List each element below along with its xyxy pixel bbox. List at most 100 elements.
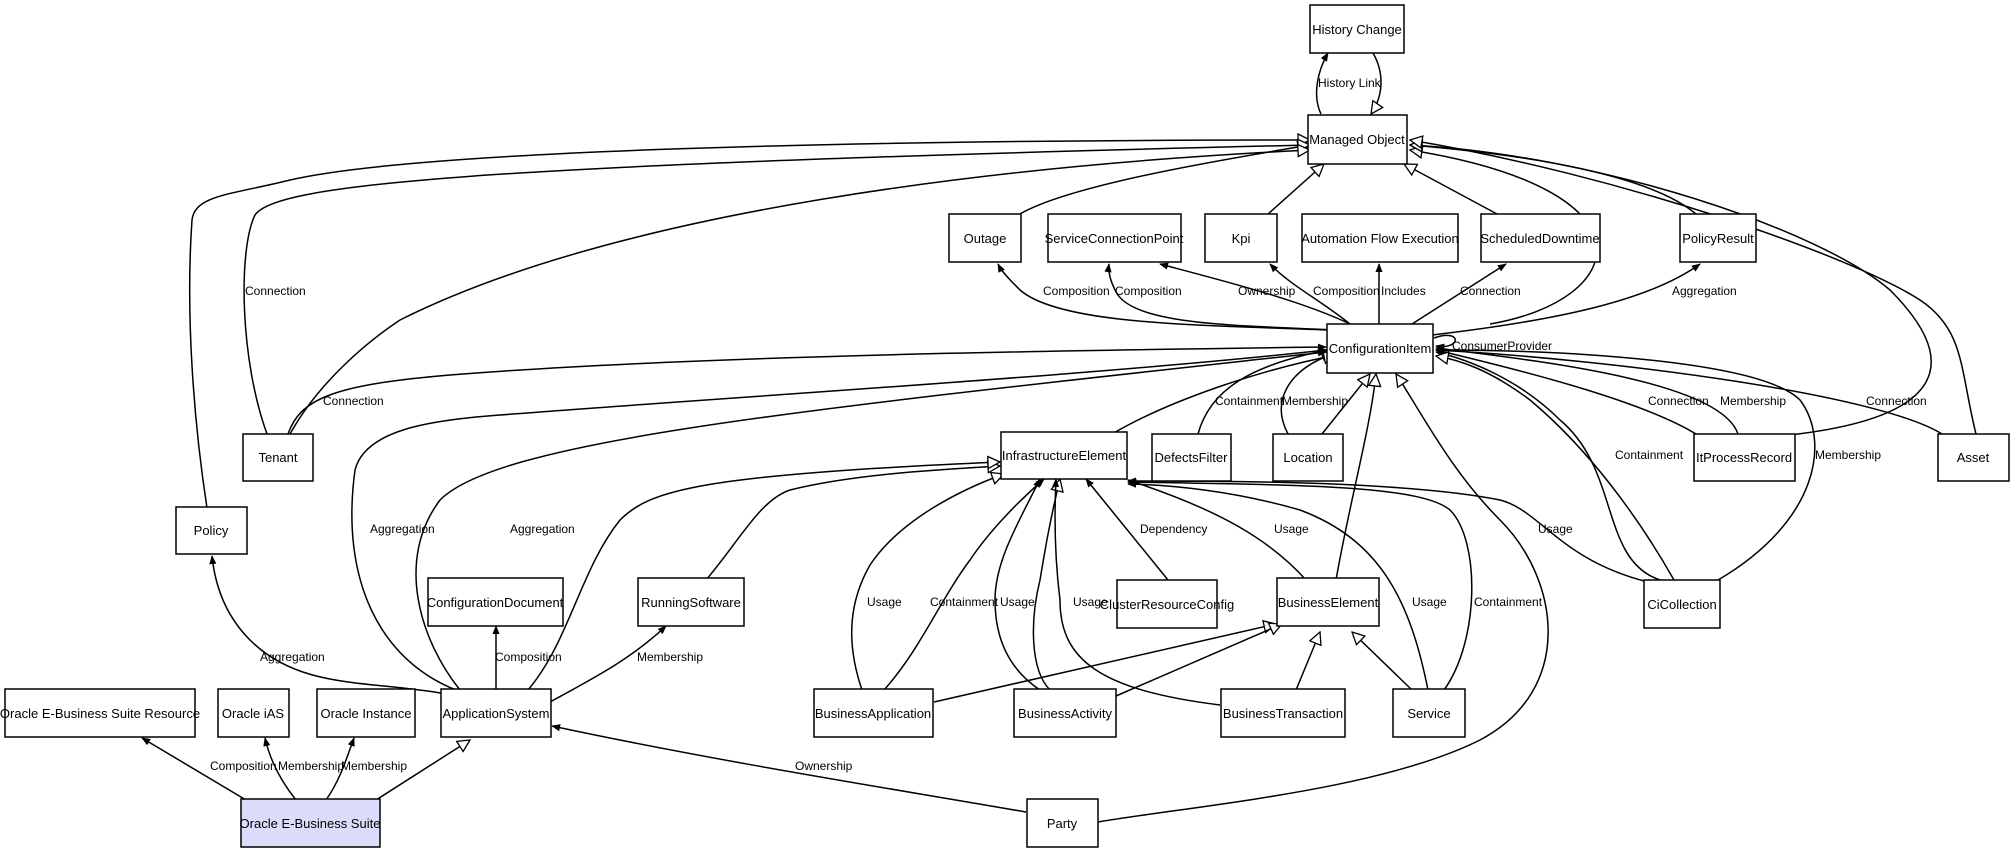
edge-label: Membership (341, 759, 407, 773)
edge-label: Dependency (1140, 522, 1207, 536)
edge-labels: History Link Composition Composition Own… (210, 76, 1927, 773)
svg-text:ClusterResourceConfig: ClusterResourceConfig (1100, 597, 1234, 612)
svg-text:Oracle E-Business Suite Resour: Oracle E-Business Suite Resource (0, 706, 200, 721)
edge-label: Composition (210, 759, 277, 773)
svg-text:RunningSoftware: RunningSoftware (641, 595, 741, 610)
svg-text:ScheduledDowntime: ScheduledDowntime (1480, 231, 1599, 246)
node-business-element[interactable]: BusinessElement (1276, 577, 1380, 627)
node-outage[interactable]: Outage (948, 213, 1022, 263)
edge-ba-be (933, 624, 1276, 703)
edge-managed-object-to-history-change (1315, 52, 1329, 115)
edge-label: Containment (1615, 448, 1684, 462)
node-managed-object[interactable]: Managed Object (1307, 114, 1408, 165)
node-business-activity[interactable]: BusinessActivity (1013, 688, 1117, 738)
svg-text:BusinessElement: BusinessElement (1278, 595, 1379, 610)
svg-text:ConfigurationDocument: ConfigurationDocument (427, 595, 564, 610)
edge-outage-to-managed-object (1019, 145, 1310, 215)
svg-text:Managed Object: Managed Object (1309, 132, 1405, 147)
edge-label: Usage (1538, 522, 1573, 536)
edge-loc-ci-gen (1321, 374, 1370, 435)
edge-svc-ie-usage (1127, 480, 1429, 691)
edge-label: Composition (1043, 284, 1110, 298)
edge-as-ci-agg1 (351, 347, 1327, 691)
edge-label: Usage (1073, 595, 1108, 609)
edge-label: Ownership (1238, 284, 1296, 298)
node-configuration-document[interactable]: ConfigurationDocument (427, 577, 564, 627)
node-configuration-item[interactable]: ConfigurationItem (1326, 323, 1434, 374)
edge-label: Containment (1474, 595, 1543, 609)
svg-text:Oracle iAS: Oracle iAS (222, 706, 284, 721)
edge-ci-kpi-comp (1269, 263, 1351, 325)
svg-text:BusinessActivity: BusinessActivity (1018, 706, 1112, 721)
edge-label: Membership (1815, 448, 1881, 462)
edge-ba-ie-usage (850, 474, 1004, 691)
node-scheduled-downtime[interactable]: ScheduledDowntime (1480, 213, 1601, 263)
edge-kpi-to-managed-object (1267, 164, 1324, 215)
node-tenant[interactable]: Tenant (242, 433, 314, 482)
edge-label: Includes (1381, 284, 1426, 298)
edge-policy-result-to-managed-object (1410, 145, 1697, 215)
svg-text:BusinessApplication: BusinessApplication (815, 706, 931, 721)
edge-svc-be (1352, 632, 1413, 691)
node-defects-filter[interactable]: DefectsFilter (1151, 433, 1232, 482)
edge-cic-ci-gen (1436, 356, 1675, 581)
edge-bact-ie (994, 478, 1041, 691)
svg-text:DefectsFilter: DefectsFilter (1155, 450, 1229, 465)
node-kpi[interactable]: Kpi (1204, 213, 1278, 263)
edge-label: Aggregation (1672, 284, 1737, 298)
node-oracle-ias[interactable]: Oracle iAS (217, 688, 290, 738)
svg-text:Policy: Policy (194, 523, 229, 538)
node-oracle-instance[interactable]: Oracle Instance (316, 688, 416, 738)
edge-ba-ie-contain (883, 478, 1045, 691)
node-history-change[interactable]: History Change (1309, 4, 1405, 54)
edge-label: Membership (278, 759, 344, 773)
node-location[interactable]: Location (1272, 433, 1344, 482)
svg-text:Party: Party (1047, 816, 1078, 831)
node-business-application[interactable]: BusinessApplication (813, 688, 934, 738)
edge-ci-scp (1104, 263, 1336, 331)
edge-label: Composition (1313, 284, 1380, 298)
nodes: History Change Managed Object Outage Ser… (0, 4, 2010, 848)
edge-itpr-ci-conn (1435, 348, 1697, 435)
edge-ci-outage (997, 263, 1331, 331)
edge-policy-to-managed-object (188, 140, 1310, 509)
node-service[interactable]: Service (1392, 688, 1466, 738)
svg-text:BusinessTransaction: BusinessTransaction (1223, 706, 1343, 721)
edge-asset-to-managed-object (1410, 140, 1977, 435)
svg-text:ApplicationSystem: ApplicationSystem (443, 706, 550, 721)
node-running-software[interactable]: RunningSoftware (637, 577, 745, 627)
edge-as-policy (209, 555, 447, 695)
node-oracle-ebs-resource[interactable]: Oracle E-Business Suite Resource (0, 688, 200, 738)
node-service-connection-point[interactable]: ServiceConnectionPoint (1045, 213, 1184, 263)
edge-cic-ci-memb (1435, 346, 1816, 581)
edge-ebs-resource (141, 737, 247, 801)
edge-as-ie (527, 462, 1000, 691)
node-cluster-resource-config[interactable]: ClusterResourceConfig (1100, 579, 1234, 629)
edge-rs-ie (705, 466, 1000, 581)
node-it-process-record[interactable]: ItProcessRecord (1693, 433, 1796, 482)
node-policy[interactable]: Policy (175, 506, 248, 555)
node-policy-result[interactable]: PolicyResult (1679, 213, 1757, 263)
node-oracle-ebs[interactable]: Oracle E-Business Suite (240, 798, 381, 848)
edge-as-rs (549, 625, 667, 703)
edge-it-process-record-to-managed-object (1410, 145, 1932, 441)
edge-ci-kpi-own (1159, 262, 1351, 325)
node-application-system[interactable]: ApplicationSystem (440, 688, 552, 738)
edge-label: Connection (1648, 394, 1709, 408)
node-ci-collection[interactable]: CiCollection (1643, 579, 1721, 629)
node-asset[interactable]: Asset (1937, 433, 2010, 482)
svg-text:ServiceConnectionPoint: ServiceConnectionPoint (1045, 231, 1184, 246)
node-business-transaction[interactable]: BusinessTransaction (1220, 688, 1346, 738)
edge-history-change-to-managed-object (1371, 52, 1381, 114)
node-party[interactable]: Party (1026, 798, 1099, 848)
edge-tenant-to-managed-object (243, 145, 1310, 435)
edge-party-as (551, 724, 1027, 813)
edge-tenant-ci (287, 343, 1327, 435)
svg-text:CiCollection: CiCollection (1647, 597, 1716, 612)
node-infrastructure-element[interactable]: InfrastructureElement (1000, 431, 1128, 480)
edge-label: Aggregation (260, 650, 325, 664)
edge-label: Usage (1412, 595, 1447, 609)
svg-text:Asset: Asset (1957, 450, 1990, 465)
node-automation-flow-execution[interactable]: Automation Flow Execution (1301, 213, 1459, 263)
